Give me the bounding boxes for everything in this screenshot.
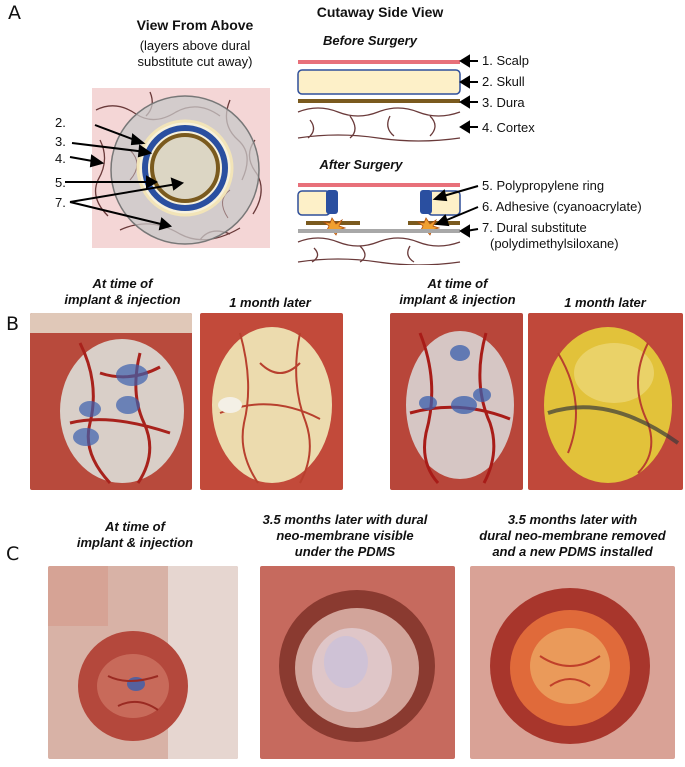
cortex-layer (297, 107, 461, 142)
b-caption-4: 1 month later (564, 295, 646, 310)
before-surgery-label: Before Surgery (323, 33, 417, 48)
dura-layer (298, 99, 460, 103)
skull-layer (297, 69, 461, 95)
b-caption-1-line-1: At time of (92, 276, 153, 291)
panel-a-letter: A (8, 2, 21, 24)
ring-left (326, 190, 338, 214)
panel-b-letter: B (6, 313, 20, 335)
top-view-title: View From Above (136, 17, 254, 33)
after-surgery-label: After Surgery (319, 157, 403, 172)
b-photo-implant-2 (390, 313, 523, 490)
c-caption-2-line-2: neo-membrane visible (276, 528, 414, 543)
c-photo-neo-membrane (260, 566, 455, 759)
layer-label-ring: 5. Polypropylene ring (482, 178, 605, 193)
skull-left-after (297, 190, 331, 216)
layer-label-skull: 2. Skull (482, 74, 525, 89)
b-caption-1-line-2: implant & injection (64, 292, 181, 307)
dura-ring (150, 133, 220, 203)
c-caption-1-line-2: implant & injection (76, 535, 194, 550)
side-view-diagram (297, 54, 479, 265)
top-view-subtitle-line-2: substitute cut away) (137, 54, 253, 69)
callout-3: 3. (55, 134, 66, 149)
cortex-layer-after (297, 237, 461, 265)
b-photo-1-month-2 (528, 313, 683, 490)
layer-label-scalp: 1. Scalp (482, 53, 529, 68)
scalp-layer-after (298, 183, 460, 187)
b-photo-1-month-1 (200, 313, 343, 490)
c-photo-implant (48, 566, 238, 759)
layer-label-dura: 3. Dura (482, 95, 525, 110)
c-caption-2-line-3: under the PDMS (294, 544, 396, 559)
ring-right (420, 190, 432, 214)
dural-substitute-layer-after (298, 229, 460, 233)
layer-label-cortex: 4. Cortex (482, 120, 535, 135)
b-photo-implant-1 (30, 313, 192, 490)
panel-c-letter: C (6, 543, 20, 565)
callout-5: 5. (55, 175, 66, 190)
polypropylene-ring (142, 125, 228, 211)
side-view-title: Cutaway Side View (316, 4, 444, 20)
c-caption-2-line-1: 3.5 months later with dural (262, 512, 428, 527)
layer-label-pdms: (polydimethylsiloxane) (490, 236, 619, 251)
c-caption-3-line-2: dural neo-membrane removed (479, 528, 666, 543)
b-caption-3-line-1: At time of (427, 276, 488, 291)
c-caption-3-line-1: 3.5 months later with (507, 512, 638, 527)
c-caption-3-line-3: and a new PDMS installed (492, 544, 653, 559)
b-caption-3-line-2: implant & injection (399, 292, 516, 307)
callout-7: 7. (55, 195, 66, 210)
c-photo-new-pdms (470, 566, 675, 759)
top-view-diagram (65, 88, 270, 248)
b-caption-2: 1 month later (229, 295, 311, 310)
top-view-subtitle-line-1: (layers above dural (139, 38, 251, 53)
callout-4: 4. (55, 151, 66, 166)
layer-label-adhesive: 6. Adhesive (cyanoacrylate) (482, 199, 642, 214)
c-caption-1-line-1: At time of (105, 519, 165, 534)
layer-label-dural-substitute: 7. Dural substitute (482, 220, 587, 235)
scalp-layer (298, 60, 460, 64)
callout-2: 2. (55, 115, 66, 130)
